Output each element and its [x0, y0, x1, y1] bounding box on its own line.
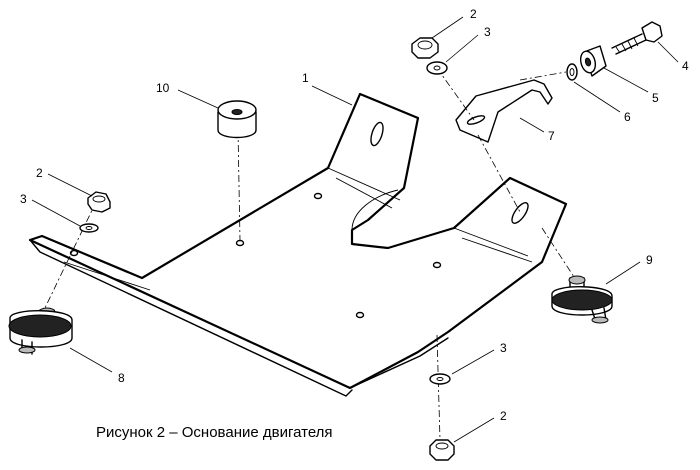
- figure-caption: Рисунок 2 – Основание двигателя: [96, 424, 333, 441]
- bolt-4: [611, 21, 663, 55]
- leader-lines: [31, 16, 679, 443]
- nut-2-top: [411, 37, 439, 59]
- bracket-7: [455, 79, 553, 143]
- callout-4: 4: [682, 59, 689, 73]
- rubber-mount-8: [8, 307, 73, 355]
- callout-1: 1: [302, 71, 309, 85]
- bushing-5: [579, 45, 607, 77]
- washer-3-left: [79, 223, 99, 233]
- washer-3-top: [426, 61, 448, 75]
- rubber-mount-9: [551, 275, 613, 324]
- nut-2-left: [87, 191, 111, 213]
- lock-washer-6: [566, 63, 578, 81]
- callout-10: 10: [156, 81, 170, 95]
- callout-5: 5: [652, 91, 659, 105]
- callout-7: 7: [548, 129, 555, 143]
- callout-3-left: 3: [20, 192, 27, 206]
- callout-3-bottom: 3: [500, 341, 507, 355]
- callout-9: 9: [646, 253, 653, 267]
- washer-3-bottom: [429, 373, 451, 385]
- callout-2-left: 2: [36, 166, 43, 180]
- callout-2-bottom: 2: [500, 409, 507, 423]
- engine-base-plate: [28, 92, 568, 397]
- callout-6: 6: [624, 110, 631, 124]
- assembly-centerlines: [43, 67, 577, 441]
- callout-3-top: 3: [484, 25, 491, 39]
- callout-2-top: 2: [470, 7, 477, 21]
- callout-8: 8: [118, 371, 125, 385]
- nut-2-bottom: [429, 439, 455, 461]
- rubber-bushing-10: [217, 100, 257, 139]
